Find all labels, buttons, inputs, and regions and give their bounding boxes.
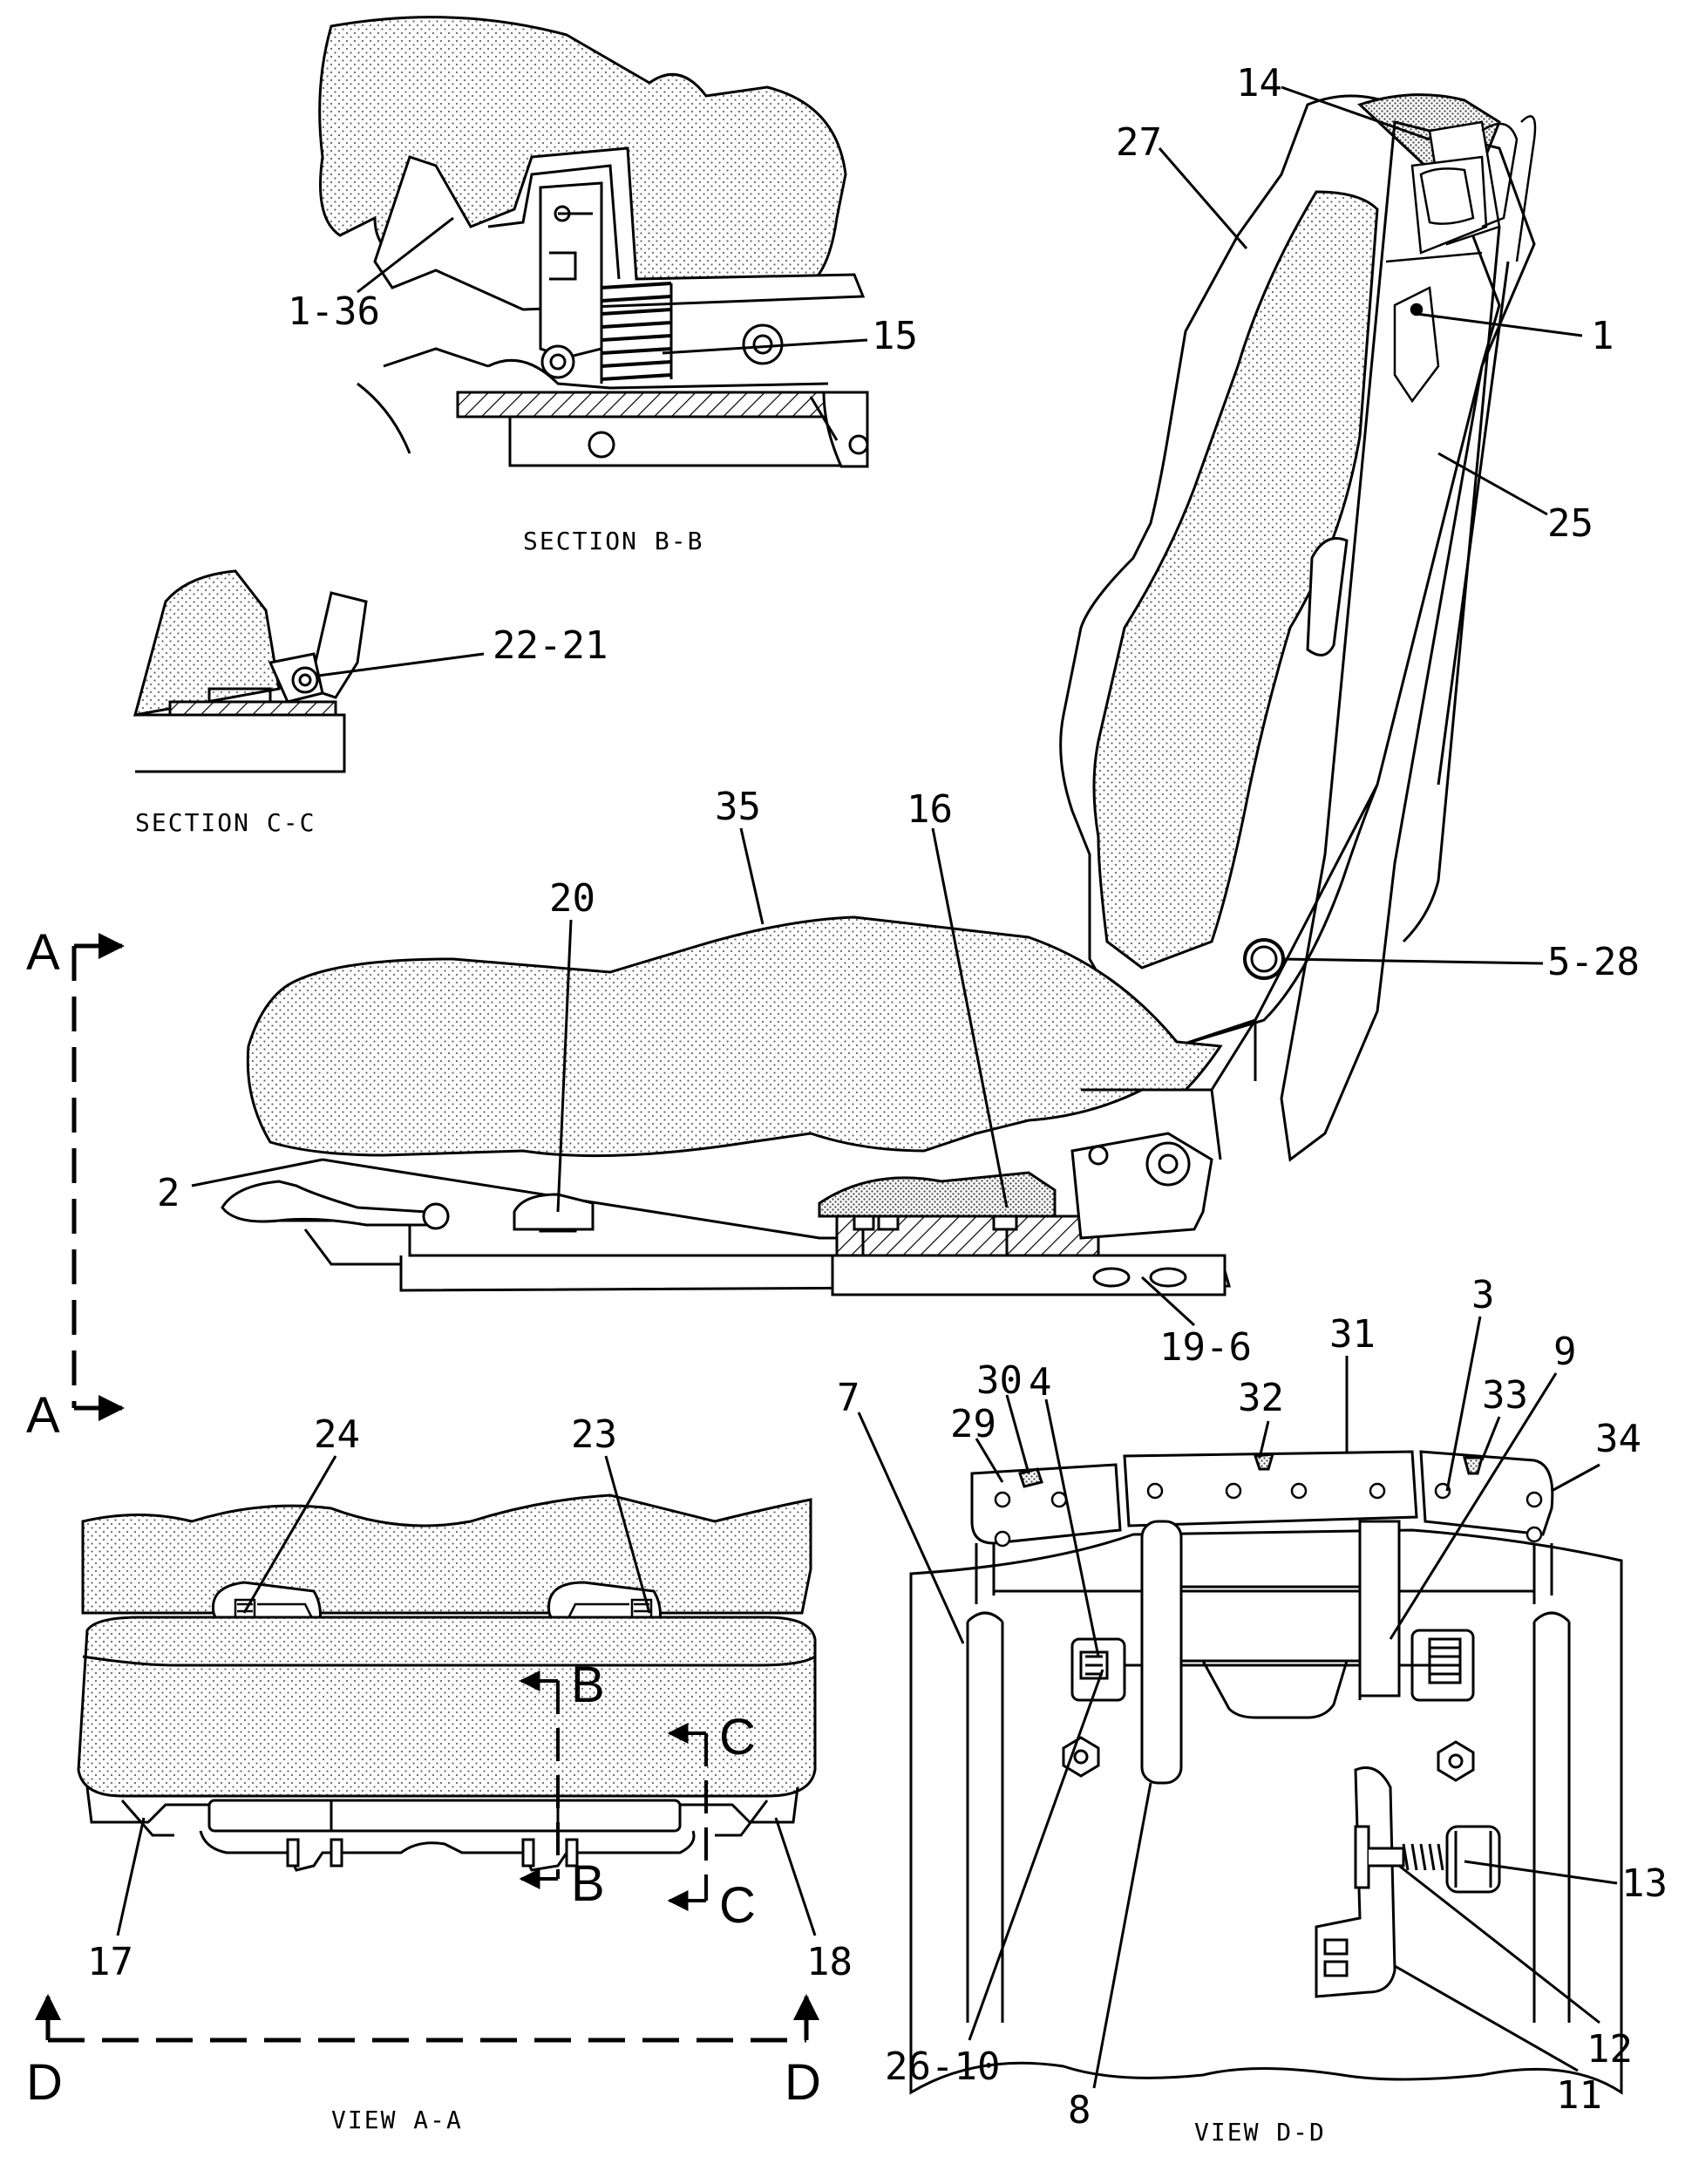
leader-lines (116, 85, 1618, 2089)
view-aa-indicator (71, 933, 125, 1421)
callout-27: 27 (1116, 120, 1162, 165)
caption-view-dd: VIEW D-D (1194, 2118, 1326, 2147)
bracket-right-dd (1399, 1629, 1475, 1702)
callout-32: 32 (1238, 1376, 1284, 1420)
callout-31: 31 (1329, 1312, 1376, 1357)
marker-d-right: D (785, 2054, 821, 2111)
section-lines (519, 1670, 708, 1911)
post-right (1358, 1520, 1401, 1698)
marker-b-bottom: B (571, 1855, 605, 1912)
side-frame-left (966, 1611, 1004, 2023)
pan-section-bb (373, 146, 866, 311)
view-aa-drawing (77, 1493, 817, 1872)
captions: SECTION B-B SECTION C-C VIEW A-A VIEW D-… (135, 527, 1326, 2147)
seat-side-view (221, 93, 1537, 1296)
callout-16: 16 (907, 787, 953, 832)
panel-center (1123, 1450, 1418, 1527)
callout-3: 3 (1471, 1273, 1495, 1317)
nut-right (1437, 1740, 1475, 1782)
callout-14: 14 (1236, 61, 1282, 105)
section-bb-drawing (318, 16, 869, 468)
adjust-knob (1445, 1825, 1501, 1894)
callout-34: 34 (1595, 1417, 1641, 1461)
section-cc-drawing (133, 569, 368, 773)
marker-a-bottom: A (26, 1387, 60, 1444)
backrest-slot (1306, 537, 1349, 657)
callout-24: 24 (314, 1412, 360, 1457)
side-frame-right (1532, 1611, 1571, 2023)
marker-b-top: B (571, 1657, 605, 1713)
bracket-left-dd (1070, 1637, 1360, 1702)
callout-18: 18 (806, 1940, 853, 1984)
panel-left (970, 1463, 1122, 1545)
caption-view-aa: VIEW A-A (331, 2106, 463, 2134)
callout-8: 8 (1068, 2088, 1091, 2133)
caption-section-bb: SECTION B-B (523, 527, 703, 555)
callout-33: 33 (1482, 1373, 1528, 1418)
slide-rail-main (835, 1214, 1100, 1257)
callout-12: 12 (1587, 2027, 1633, 2072)
callout-22-21: 22-21 (493, 623, 608, 668)
callout-13: 13 (1621, 1861, 1668, 1906)
spring-section-bb (600, 282, 673, 384)
callout-4: 4 (1029, 1360, 1052, 1405)
callout-20: 20 (549, 876, 595, 921)
callout-9: 9 (1553, 1330, 1577, 1374)
callout-35: 35 (715, 785, 761, 829)
slide-rail-section-bb (456, 391, 869, 418)
bracket-section-bb (539, 181, 603, 359)
adjust-lever (221, 1180, 429, 1227)
marker-d-left: D (26, 2054, 63, 2111)
panel-right (1419, 1450, 1554, 1536)
marker-c-bottom: C (719, 1877, 756, 1934)
callout-labels: 1-36 15 14 27 1 25 22-21 35 20 16 5-28 2… (87, 61, 1668, 2133)
cushion-foam-section-cc (133, 569, 281, 717)
view-markers: A A B B C C D D (26, 924, 821, 2111)
callout-29: 29 (950, 1402, 996, 1446)
post-left (1140, 1520, 1183, 1785)
seat-cushion (246, 915, 1223, 1158)
callout-17: 17 (87, 1940, 133, 1984)
seat-cushion-view-aa (77, 1616, 817, 1798)
marker-a-top: A (26, 924, 60, 981)
backrest-foam-view-aa (81, 1493, 812, 1615)
callout-1: 1 (1591, 314, 1614, 358)
stippled-hatch-region (818, 1171, 1057, 1218)
backboard-outline (909, 1528, 1623, 2095)
callout-19-6: 19-6 (1159, 1325, 1252, 1370)
nut-left (1062, 1736, 1100, 1778)
screws-view-dd (994, 1482, 1543, 1548)
callout-25: 25 (1547, 501, 1593, 546)
callout-30: 30 (976, 1358, 1023, 1403)
rear-support-plate (1280, 120, 1536, 1162)
view-dd-drawing (909, 1450, 1623, 2095)
callout-7: 7 (837, 1376, 860, 1420)
callout-11: 11 (1556, 2073, 1602, 2118)
caption-section-cc: SECTION C-C (135, 808, 316, 837)
marker-c-top: C (719, 1709, 756, 1766)
callout-23: 23 (571, 1412, 617, 1457)
callout-5-28: 5-28 (1547, 940, 1640, 984)
callout-2: 2 (157, 1171, 180, 1215)
backrest-foam (1092, 190, 1379, 970)
view-dd-indicator (35, 1994, 819, 2043)
callout-26-10: 26-10 (885, 2045, 1000, 2089)
callout-15: 15 (872, 314, 918, 358)
callout-1-36: 1-36 (288, 289, 380, 334)
